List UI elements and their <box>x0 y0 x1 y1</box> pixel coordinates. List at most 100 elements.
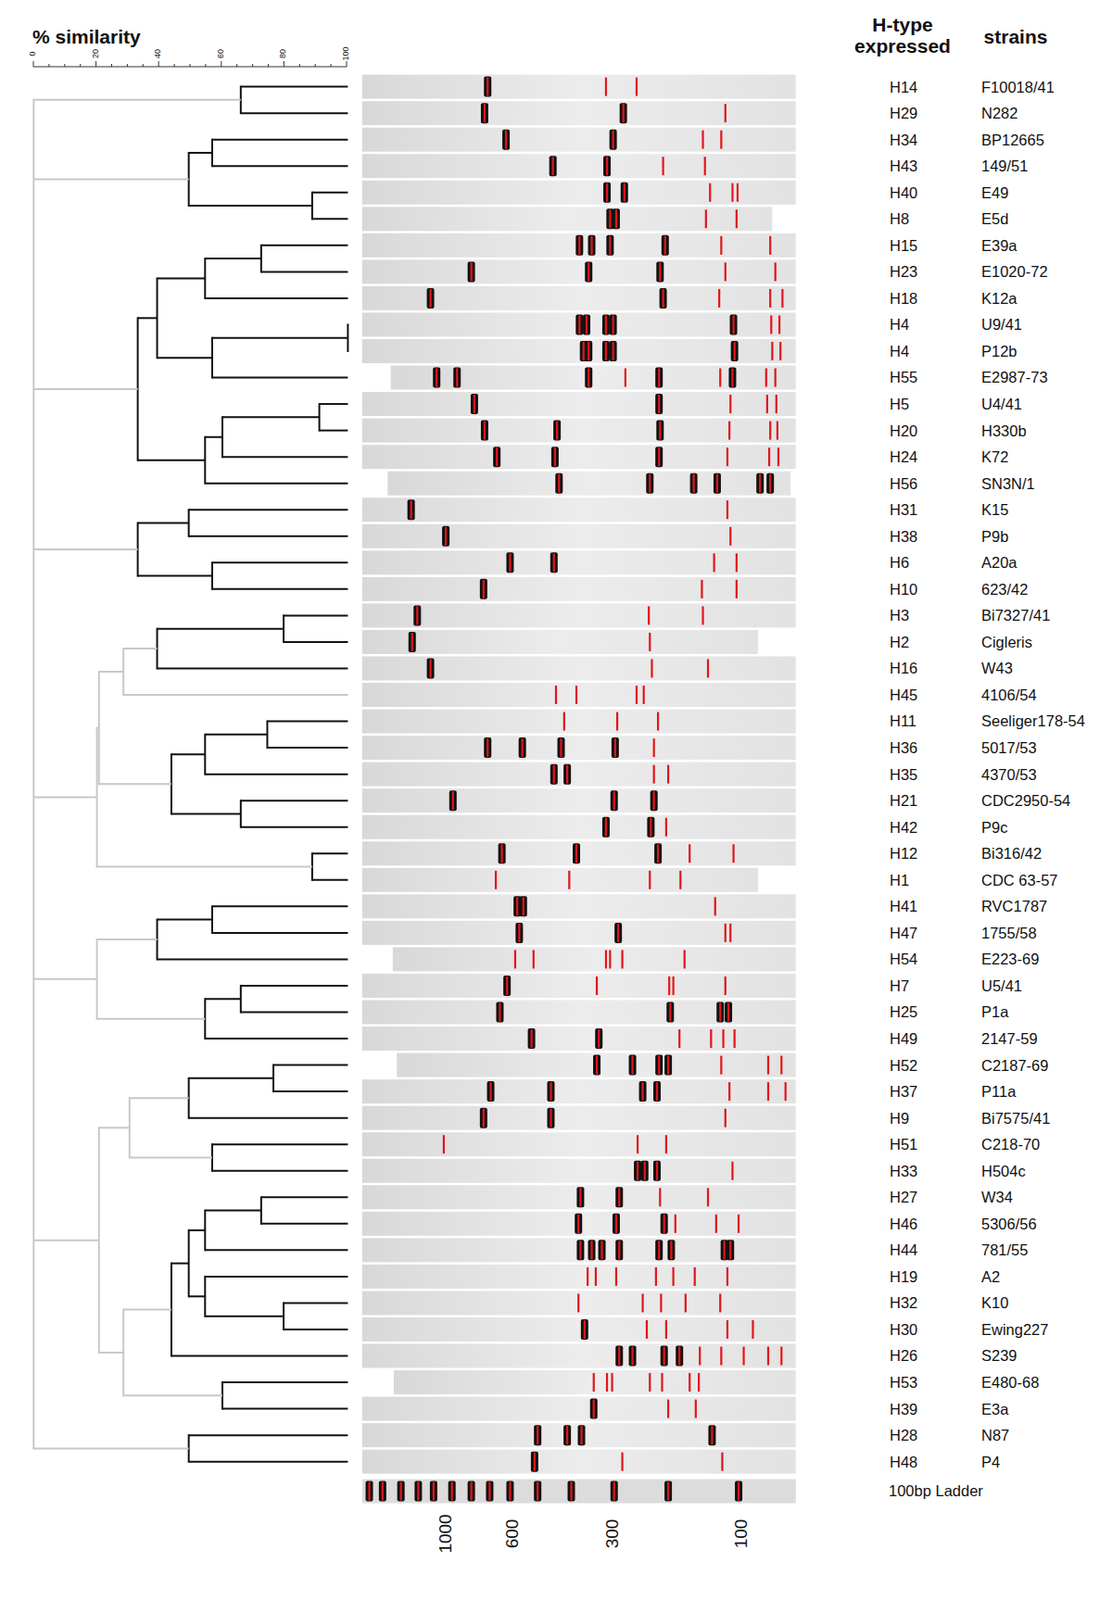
band-marker <box>494 871 497 890</box>
gel-band <box>576 1239 584 1261</box>
gel-band <box>653 1081 661 1102</box>
gel-band <box>575 235 583 256</box>
band-marker <box>594 1267 597 1287</box>
dendrogram-branch <box>138 459 206 462</box>
gel-lane <box>362 391 797 417</box>
dendrogram-branch <box>157 356 213 359</box>
band-marker <box>416 606 418 625</box>
dendrogram-branch <box>283 641 348 644</box>
dendrogram-branch <box>138 522 190 525</box>
gel-band <box>502 129 510 151</box>
h-type-label: H38 <box>889 528 918 545</box>
band-marker <box>605 818 607 837</box>
ladder-label: 100bp Ladder <box>888 1482 984 1500</box>
dendrogram-branch <box>123 1394 223 1397</box>
gel-band <box>655 393 663 415</box>
size-marker: 100 <box>732 1518 752 1549</box>
band-marker <box>508 1482 511 1502</box>
gel-lane <box>362 1290 797 1315</box>
gel-lane <box>362 550 797 575</box>
strain-label: H330b <box>981 422 1027 440</box>
gel-lane <box>362 75 797 100</box>
band-marker <box>381 1482 384 1502</box>
strain-label: N87 <box>981 1427 1010 1444</box>
dendrogram-branch <box>189 535 349 538</box>
h-type-label: H4 <box>889 315 910 333</box>
strain-label: K15 <box>981 501 1009 519</box>
gel-band <box>615 1187 623 1208</box>
band-marker <box>587 262 590 281</box>
dendrogram-branch <box>157 278 206 280</box>
band-marker <box>718 289 721 308</box>
gel-band <box>366 1481 374 1503</box>
gel-lane <box>362 153 797 178</box>
band-marker <box>608 949 611 969</box>
axis-title: % similarity <box>32 25 141 48</box>
band-marker <box>612 341 615 361</box>
dendrogram-branch <box>212 139 348 141</box>
band-marker <box>643 685 645 705</box>
dendrogram-branch <box>204 482 348 485</box>
band-marker <box>590 1240 593 1260</box>
band-marker <box>774 368 777 388</box>
band-marker <box>624 368 627 388</box>
gel-band <box>553 420 561 442</box>
strain-label: E223-69 <box>981 950 1039 968</box>
h-type-label: H39 <box>889 1401 918 1418</box>
scale-number: 0 <box>28 50 38 56</box>
scale-tick <box>126 63 128 67</box>
gel-lane <box>362 815 797 840</box>
dendrogram-branch <box>204 1315 284 1318</box>
gel-band <box>379 1481 387 1503</box>
gel-band <box>427 657 435 679</box>
h-type-label: H5 <box>889 395 910 413</box>
gel-band <box>633 1161 642 1182</box>
band-marker <box>575 844 578 863</box>
gel-band <box>731 341 739 362</box>
gel-lane <box>362 312 797 337</box>
band-marker <box>650 658 653 678</box>
band-marker <box>667 1400 670 1419</box>
gel-band <box>528 1028 536 1049</box>
band-marker <box>559 738 562 758</box>
gel-lane <box>362 762 797 787</box>
gel-band <box>546 1108 555 1129</box>
band-marker <box>663 1347 666 1366</box>
band-marker <box>678 1347 681 1366</box>
gel-lane <box>362 1159 797 1184</box>
gel-band <box>448 1481 456 1503</box>
strain-label: W34 <box>981 1188 1013 1206</box>
band-marker <box>618 1240 620 1260</box>
band-marker <box>606 156 608 176</box>
dendrogram-branch <box>312 879 349 882</box>
dendrogram-branch <box>189 1117 349 1120</box>
scale-number: 20 <box>91 49 102 59</box>
dendrogram-branch <box>189 1077 274 1080</box>
band-marker <box>608 236 611 255</box>
gel-band <box>602 314 610 335</box>
dendrogram-branch <box>319 429 349 432</box>
band-marker <box>618 1347 620 1366</box>
band-marker <box>631 1347 633 1366</box>
gel-lane <box>362 1344 797 1369</box>
dendrogram-branch <box>33 177 189 180</box>
h-type-label: H18 <box>889 290 918 307</box>
band-marker <box>758 474 761 493</box>
band-marker <box>577 1293 580 1313</box>
gel-band <box>593 1055 601 1076</box>
strain-label: K72 <box>981 448 1009 466</box>
band-marker <box>595 1056 598 1075</box>
gel-lane <box>362 101 797 126</box>
band-marker <box>452 791 455 810</box>
dendrogram-branch <box>240 86 349 89</box>
gel-band <box>408 631 417 653</box>
dendrogram-branch <box>171 753 205 756</box>
h-type-label: H20 <box>889 422 918 440</box>
band-marker <box>737 1482 740 1502</box>
dendrogram-branch <box>212 1170 348 1173</box>
strain-label: RVC1787 <box>981 897 1048 915</box>
scale-tick <box>95 61 97 67</box>
gel-band <box>483 737 492 759</box>
band-marker <box>656 1162 658 1181</box>
